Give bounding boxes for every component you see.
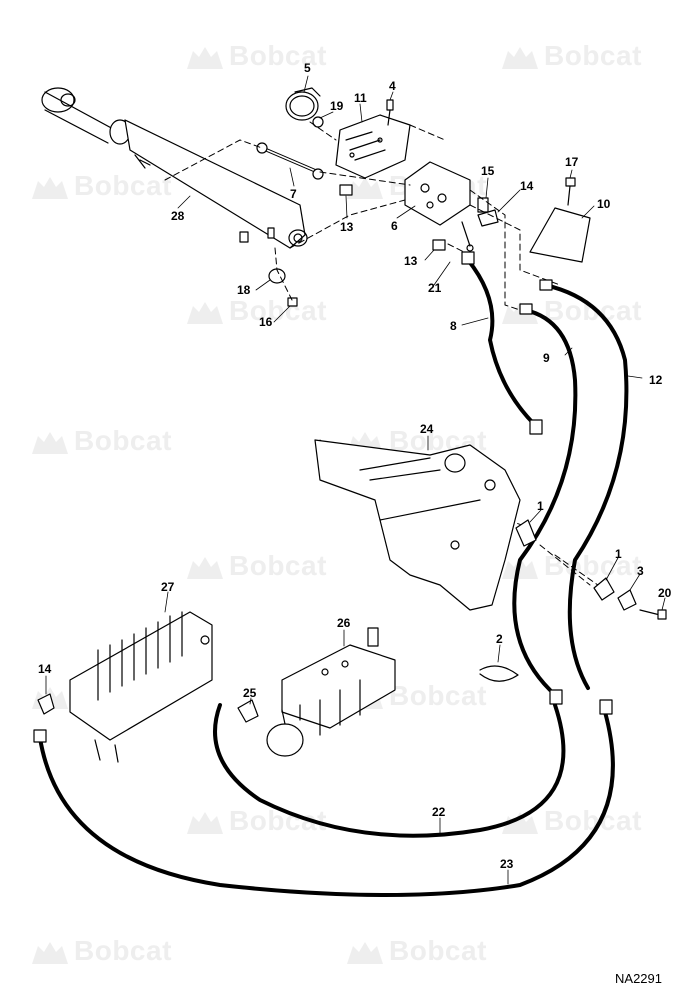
watermark-text: Bobcat [74,935,172,966]
hose-part-8 [461,251,543,435]
watermark: Bobcat [30,170,172,202]
watermark-text: Bobcat [389,935,487,966]
manifold-part-26 [281,627,396,736]
callout-14a: 14 [520,179,534,193]
watermark-text: Bobcat [229,295,327,326]
bobcat-logo-icon [32,431,68,454]
callout-7: 7 [290,187,297,201]
pin-part-21 [461,221,474,252]
callout-labels: 5 4 19 11 7 13 28 6 15 14 17 10 13 21 18… [38,61,672,871]
callout-13b: 13 [404,254,418,268]
cable-tie-part-2 [479,665,519,682]
callout-5: 5 [304,61,311,75]
callout-4: 4 [389,79,396,93]
callout-8: 8 [450,319,457,333]
accumulator [266,709,304,757]
watermark-text: Bobcat [389,680,487,711]
watermark-text: Bobcat [229,40,327,71]
hose-part-12 [539,279,629,690]
clamp-part-1b [593,577,615,601]
clamp-part-1a [515,519,537,547]
callout-24: 24 [420,422,434,436]
hose-part-22 [213,689,566,838]
plate-part-11 [335,114,411,179]
cylinder-part-28 [41,87,308,249]
callout-6: 6 [391,219,398,233]
callout-13a: 13 [340,220,354,234]
callout-21: 21 [428,281,442,295]
callout-28: 28 [171,209,185,223]
bobcat-logo-icon [32,941,68,964]
fitting-part-13b [432,239,446,251]
watermark: Bobcat [185,550,327,582]
hose-part-9 [512,303,578,692]
callout-16: 16 [259,315,273,329]
callout-19: 19 [330,99,344,113]
watermark-text: Bobcat [544,40,642,71]
callout-15: 15 [481,164,495,178]
bobcat-logo-icon [187,46,223,69]
callout-26: 26 [337,616,351,630]
clamp-part-5 [285,87,321,121]
callout-20: 20 [658,586,672,600]
bobcat-logo-icon [502,811,538,834]
bobcat-logo-icon [187,301,223,324]
fitting-part-14b [37,693,55,715]
hose-part-23 [33,699,615,897]
watermark: Bobcat [500,40,642,72]
callout-25: 25 [243,686,257,700]
nut-part-19 [312,116,324,128]
callout-9: 9 [543,351,550,365]
bobcat-logo-icon [347,941,383,964]
dashed-leaders [164,121,606,591]
watermark-text: Bobcat [544,550,642,581]
bobcat-logo-icon [187,811,223,834]
nut-part-16 [287,297,298,307]
cover-plate-part-10 [529,207,591,263]
fitting-part-14a [477,209,499,227]
callout-1b: 1 [615,547,622,561]
watermark-text: Bobcat [544,295,642,326]
tube-part-7 [256,142,324,180]
bobcat-logo-icon [32,176,68,199]
callout-17: 17 [565,155,579,169]
bobcat-logo-icon [502,46,538,69]
callout-14b: 14 [38,662,52,676]
watermark: Bobcat [30,425,172,457]
callout-10: 10 [597,197,611,211]
watermark-text: Bobcat [74,170,172,201]
callout-3: 3 [637,564,644,578]
control-valve-part-27 [69,611,213,763]
callout-11: 11 [354,91,367,105]
callout-22: 22 [432,805,446,819]
bolt-part-17 [565,177,576,206]
clamp-part-3 [617,589,637,611]
callout-leaders [45,75,666,885]
watermark: Bobcat [30,935,172,967]
callout-27: 27 [161,580,175,594]
watermark: Bobcat [185,40,327,72]
drawing-code: NA2291 [615,971,662,986]
callout-18: 18 [237,283,251,297]
frame-part-24 [314,439,521,611]
watermark-text: Bobcat [229,550,327,581]
watermark: Bobcat [185,295,327,327]
callout-23: 23 [500,857,514,871]
callout-2: 2 [496,632,503,646]
watermark-text: Bobcat [74,425,172,456]
bolt-part-20 [639,609,667,620]
callout-1a: 1 [537,499,544,513]
watermark: Bobcat [345,935,487,967]
callout-12: 12 [649,373,663,387]
fitting-part-13a [339,184,353,196]
bobcat-logo-icon [187,556,223,579]
watermark: Bobcat [500,550,642,582]
fitting-part-25 [237,699,259,723]
valve-block-part-6 [404,161,471,226]
bobcat-logo-icon [347,176,383,199]
